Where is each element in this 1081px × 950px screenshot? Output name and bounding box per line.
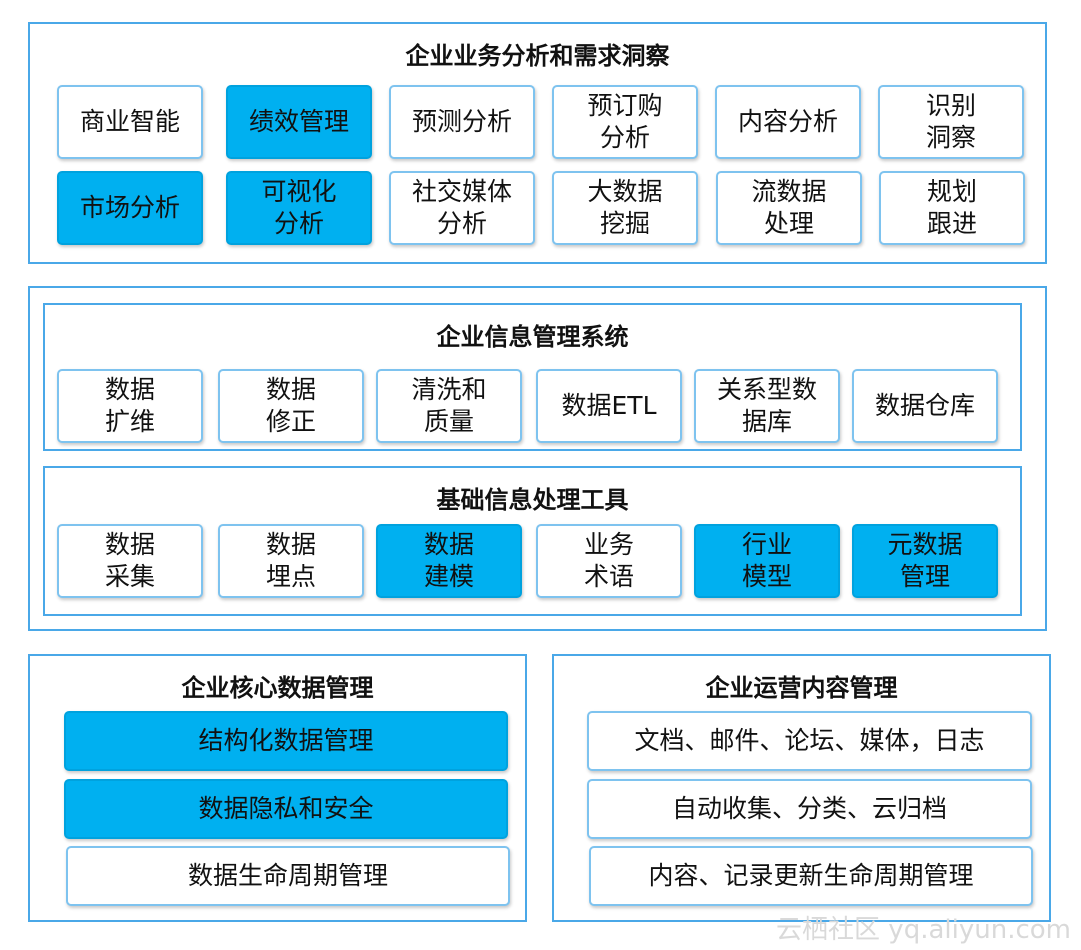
- watermark: 云栖社区 yq.aliyun.com: [776, 915, 1071, 945]
- basic-tools-panel: 基础信息处理工具 数据 采集 数据 埋点 数据 建模 业务 术语 行业 模型 元…: [43, 466, 1022, 616]
- box-top-r1-0: 商业智能: [57, 85, 203, 159]
- box-info-1: 数据 修正: [218, 369, 364, 443]
- box-core-0: 结构化数据管理: [64, 711, 508, 771]
- box-top-r1-3: 预订购 分析: [552, 85, 698, 159]
- box-info-2: 清洗和 质量: [376, 369, 522, 443]
- box-tools-4: 行业 模型: [694, 524, 840, 598]
- box-info-3: 数据ETL: [536, 369, 682, 443]
- box-top-r1-4: 内容分析: [715, 85, 861, 159]
- box-top-r2-0: 市场分析: [57, 171, 203, 245]
- ops-content-panel: 企业运营内容管理 文档、邮件、论坛、媒体，日志 自动收集、分类、云归档 内容、记…: [552, 654, 1051, 922]
- box-top-r2-4: 流数据 处理: [716, 171, 862, 245]
- box-top-r2-3: 大数据 挖掘: [552, 171, 698, 245]
- box-top-r2-1: 可视化 分析: [226, 171, 372, 245]
- basic-tools-title: 基础信息处理工具: [436, 486, 629, 514]
- box-tools-3: 业务 术语: [536, 524, 682, 598]
- info-management-title: 企业信息管理系统: [436, 323, 629, 351]
- ops-content-title: 企业运营内容管理: [705, 674, 898, 702]
- box-core-2: 数据生命周期管理: [66, 846, 510, 906]
- box-tools-1: 数据 埋点: [218, 524, 364, 598]
- box-info-5: 数据仓库: [852, 369, 998, 443]
- business-analysis-panel: 企业业务分析和需求洞察 商业智能 绩效管理 预测分析 预订购 分析 内容分析 识…: [28, 22, 1047, 264]
- box-info-4: 关系型数 据库: [694, 369, 840, 443]
- business-analysis-title: 企业业务分析和需求洞察: [405, 42, 670, 70]
- info-management-panel: 企业信息管理系统 数据 扩维 数据 修正 清洗和 质量 数据ETL 关系型数 据…: [43, 303, 1022, 451]
- info-management-outer-panel: 企业信息管理系统 数据 扩维 数据 修正 清洗和 质量 数据ETL 关系型数 据…: [28, 286, 1047, 631]
- box-top-r2-2: 社交媒体 分析: [389, 171, 535, 245]
- core-data-panel: 企业核心数据管理 结构化数据管理 数据隐私和安全 数据生命周期管理: [28, 654, 527, 922]
- box-info-0: 数据 扩维: [57, 369, 203, 443]
- box-top-r1-5: 识别 洞察: [878, 85, 1024, 159]
- box-top-r2-5: 规划 跟进: [879, 171, 1025, 245]
- box-ops-0: 文档、邮件、论坛、媒体，日志: [587, 711, 1032, 771]
- box-tools-2: 数据 建模: [376, 524, 522, 598]
- core-data-title: 企业核心数据管理: [181, 674, 374, 702]
- box-top-r1-2: 预测分析: [389, 85, 535, 159]
- box-tools-0: 数据 采集: [57, 524, 203, 598]
- box-ops-2: 内容、记录更新生命周期管理: [589, 846, 1033, 906]
- box-core-1: 数据隐私和安全: [64, 779, 508, 839]
- box-top-r1-1: 绩效管理: [226, 85, 372, 159]
- box-ops-1: 自动收集、分类、云归档: [587, 779, 1032, 839]
- box-tools-5: 元数据 管理: [852, 524, 998, 598]
